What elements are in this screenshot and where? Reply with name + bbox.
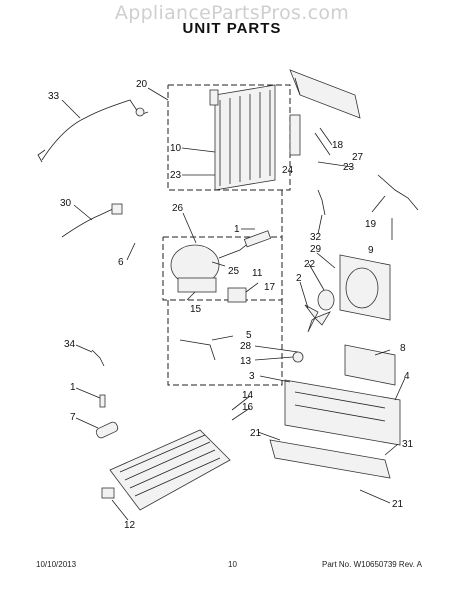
callout-4: 4: [404, 371, 410, 382]
callout-5: 5: [246, 330, 252, 341]
callout-1-bottom: 1: [70, 382, 76, 393]
callout-11: 11: [252, 268, 263, 279]
callout-29: 29: [310, 244, 322, 255]
footer-page-number: 10: [228, 560, 237, 569]
callout-16: 16: [242, 402, 254, 413]
relay-part: [227, 287, 247, 303]
condenser-group-outline: [167, 84, 291, 191]
callout-14: 14: [242, 390, 254, 401]
callout-3: 3: [249, 371, 255, 382]
unit-base-outline: [167, 300, 283, 386]
callout-13: 13: [240, 356, 252, 367]
callout-20: 20: [136, 79, 148, 90]
callout-12: 12: [124, 520, 136, 531]
callout-28: 28: [240, 341, 252, 352]
grommet-part: [292, 351, 304, 363]
page-title: UNIT PARTS: [182, 20, 282, 37]
callout-27: 27: [352, 152, 364, 163]
callout-23-left: 23: [170, 170, 182, 181]
callout-7: 7: [70, 412, 76, 423]
callout-9: 9: [368, 245, 374, 256]
drain-hose-part: [179, 339, 216, 361]
callout-33: 33: [48, 91, 60, 102]
fan-blade-part: [304, 304, 331, 333]
wire-harness-part: [37, 99, 149, 163]
callout-18: 18: [332, 140, 344, 151]
callout-6: 6: [118, 257, 124, 268]
compressor-part: [170, 230, 272, 293]
callout-19: 19: [365, 219, 377, 230]
footer-part-number: Part No. W10650739 Rev. A: [322, 560, 422, 569]
footer-date: 10/10/2013: [36, 560, 77, 569]
callout-22: 22: [304, 259, 316, 270]
tube-insulator-part: [95, 421, 119, 439]
condenser-coil-part: [209, 84, 276, 191]
thermistor-wire-part: [377, 174, 419, 211]
base-plate-part: [269, 379, 401, 479]
callout-24: 24: [282, 165, 294, 176]
evaporator-coil-part: [101, 429, 231, 511]
callout-1-top: 1: [234, 224, 240, 235]
callout-26: 26: [172, 203, 184, 214]
condenser-fan-assembly: [317, 254, 391, 321]
callout-32: 32: [310, 232, 322, 243]
callout-31: 31: [402, 439, 414, 450]
watermark-text: AppliancePartsPros.com: [114, 2, 350, 24]
callout-21-bottom: 21: [392, 499, 404, 510]
drain-tube-part: [289, 114, 301, 156]
sensor-part: [317, 189, 326, 216]
clip-part: [91, 349, 105, 367]
power-cord-part: [61, 203, 123, 238]
callout-25: 25: [228, 266, 240, 277]
callout-21-top: 21: [250, 428, 262, 439]
callout-8: 8: [400, 343, 406, 354]
mounting-bracket-part: [344, 344, 396, 386]
callout-23-right: 23: [343, 162, 355, 173]
callout-2: 2: [296, 273, 302, 284]
leader-lines: [61, 87, 406, 521]
callout-17: 17: [264, 282, 276, 293]
callout-15: 15: [190, 304, 202, 315]
callout-30: 30: [60, 198, 72, 209]
callout-10: 10: [170, 143, 182, 154]
callout-34: 34: [64, 339, 76, 350]
screw-part: [99, 394, 106, 408]
condenser-bracket-part: [289, 69, 361, 119]
